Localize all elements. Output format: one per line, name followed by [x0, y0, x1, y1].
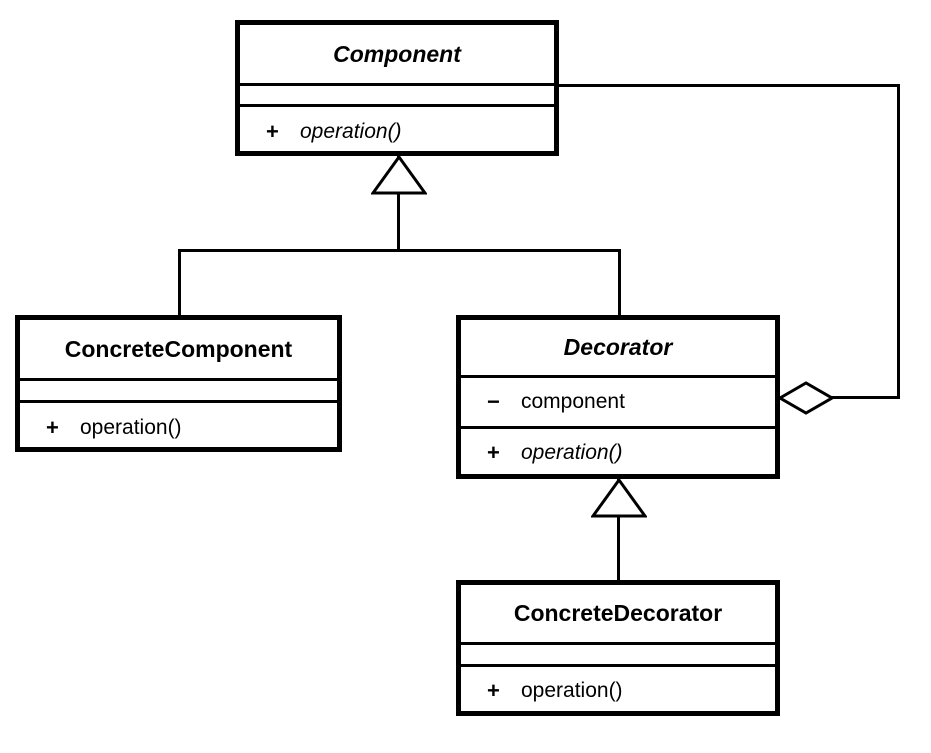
- visibility-marker: −: [487, 389, 500, 414]
- attribute-label: component: [521, 390, 625, 413]
- generalization-drop-concrete-component: [178, 249, 181, 317]
- compartment-separator: [240, 104, 554, 107]
- compartment-separator: [461, 642, 775, 645]
- operations-compartment-component: + operation(): [240, 107, 554, 156]
- operations-compartment-concrete-component: + operation(): [20, 403, 337, 452]
- hollow-triangle-icon-component: [371, 155, 427, 195]
- compartment-separator: [461, 375, 775, 378]
- class-box-component[interactable]: Component + operation(): [235, 20, 559, 156]
- compartment-separator: [20, 378, 337, 381]
- visibility-marker: +: [266, 118, 279, 144]
- operations-compartment-concrete-decorator: + operation(): [461, 667, 775, 715]
- class-box-concrete-decorator[interactable]: ConcreteDecorator + operation(): [456, 580, 780, 716]
- operation-label: operation(): [80, 415, 182, 439]
- compartment-separator: [461, 664, 775, 667]
- attributes-compartment-component: [240, 86, 554, 104]
- compartment-separator: [20, 400, 337, 403]
- operations-compartment-decorator: + operation(): [461, 429, 775, 477]
- aggregation-segment-top: [557, 84, 900, 87]
- generalization-trunk-component: [397, 155, 400, 251]
- operation-label: operation(): [521, 679, 623, 702]
- class-name-decorator: Decorator: [563, 334, 673, 360]
- attributes-compartment-concrete-component: [20, 381, 337, 400]
- hollow-diamond-icon-aggregation: [778, 381, 834, 415]
- class-box-concrete-component[interactable]: ConcreteComponent + operation(): [15, 315, 342, 452]
- visibility-marker: +: [487, 440, 500, 465]
- aggregation-segment-right: [897, 84, 900, 398]
- compartment-separator: [461, 426, 775, 429]
- attributes-compartment-decorator: − component: [461, 378, 775, 426]
- operation-label: operation(): [300, 119, 402, 143]
- class-name-concrete-component: ConcreteComponent: [64, 335, 293, 362]
- compartment-separator: [240, 83, 554, 86]
- aggregation-segment-bottom: [810, 396, 900, 399]
- hollow-triangle-icon-decorator: [591, 478, 647, 518]
- generalization-drop-decorator: [618, 249, 621, 317]
- attributes-compartment-concrete-decorator: [461, 645, 775, 664]
- class-name-concrete-decorator: ConcreteDecorator: [513, 600, 723, 626]
- visibility-marker: +: [46, 414, 59, 440]
- class-name-component: Component: [333, 40, 461, 67]
- operation-label: operation(): [521, 441, 623, 464]
- visibility-marker: +: [487, 678, 500, 703]
- generalization-branch-bar: [178, 249, 621, 252]
- class-box-decorator[interactable]: Decorator − component + operation(): [456, 315, 780, 479]
- generalization-trunk-decorator: [617, 478, 620, 582]
